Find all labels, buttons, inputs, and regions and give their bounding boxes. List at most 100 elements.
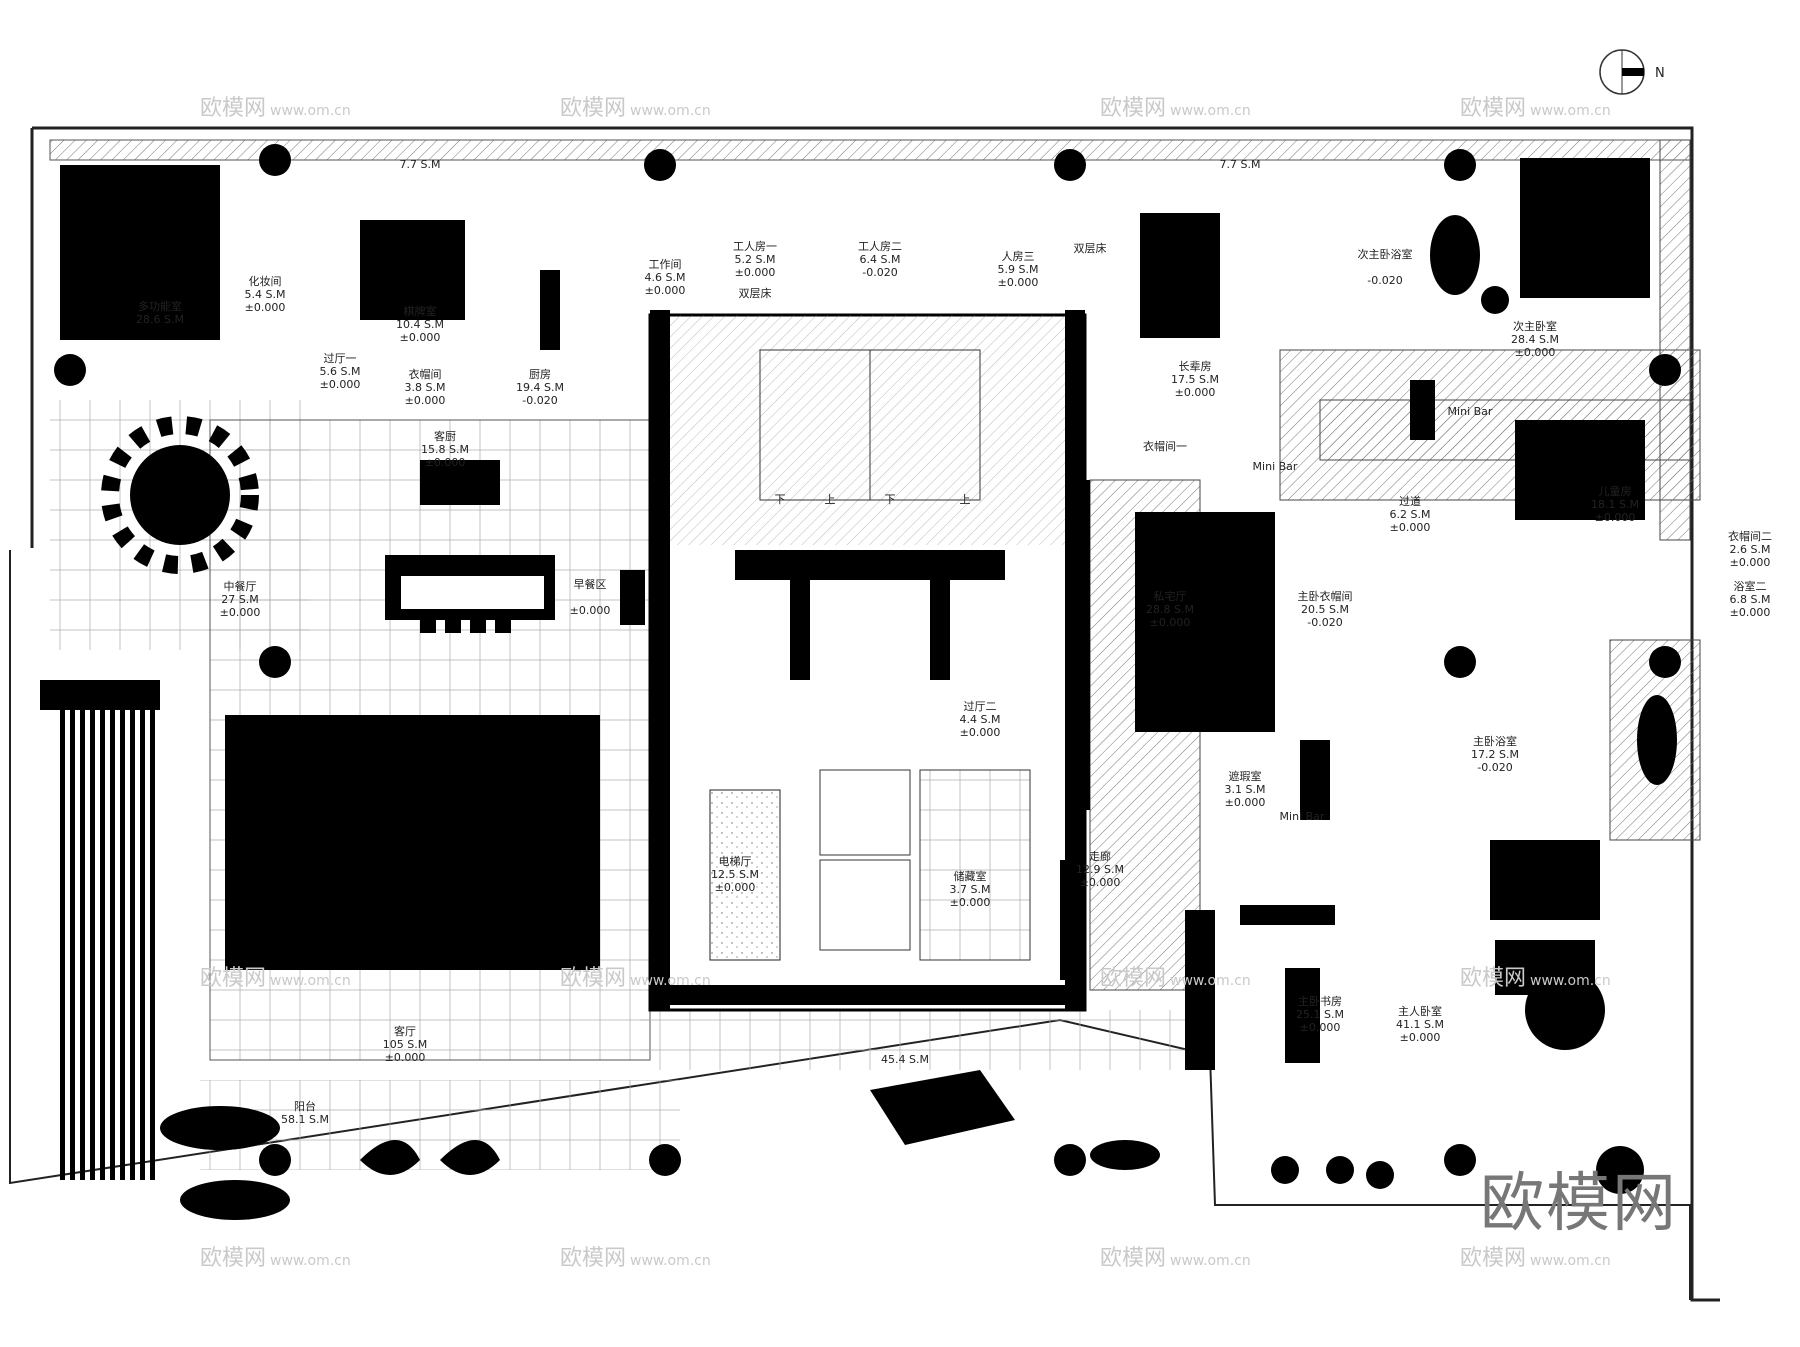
columns [54,144,1681,1176]
stair-label: 上 [960,493,971,506]
room-elevation: ±0.000 [1150,616,1191,629]
room-area: 10.4 S.M [396,318,444,331]
room-label: 早餐区 ±0.000 [570,577,611,617]
room-name: 工人房一 [733,240,777,253]
room-name: 储藏室 [954,869,987,883]
watermark-url: www.om.cn [630,1253,711,1269]
room-name: 衣帽间 [409,367,442,381]
room-area: 5.6 S.M [320,365,361,378]
room-area: 19.4 S.M [516,381,564,394]
core-block [648,310,1087,1012]
bunk-label: 双层床 [1074,241,1107,255]
room-area: 5.4 S.M [245,288,286,301]
watermark-url: www.om.cn [1530,973,1611,989]
watermark-brand: 欧模网 [200,1246,266,1271]
room-name: 主卧书房 [1298,995,1342,1008]
watermark-brand: 欧模网 [560,96,626,121]
room-area: 2.6 S.M [1730,543,1771,556]
room-name: 人房三 [1002,250,1035,263]
room-name: 私宅厅 [1154,589,1187,603]
bathtubs [1430,215,1677,785]
watermark-brand: 欧模网 [1100,966,1166,991]
room-area: 58.1 S.M [281,1113,329,1126]
room-area: 105 S.M [383,1038,427,1051]
room-area: 41.1 S.M [1396,1018,1444,1031]
room-name: 长辈房 [1179,359,1212,373]
watermark-brand: 欧模网 [560,966,626,991]
room-elevation: ±0.000 [1080,876,1121,889]
round-dining-table [101,416,259,574]
watermark-brand: 欧模网 [1460,1246,1526,1271]
watermark-brand: 欧模网 [1460,966,1526,991]
room-name: 厨房 [529,368,551,381]
room-area: 12.9 S.M [1076,863,1124,876]
room-elevation: ±0.000 [425,456,466,469]
room-name: 早餐区 [574,577,607,591]
watermark-brand: 欧模网 [1460,96,1526,121]
room-area: 5.9 S.M [998,263,1039,276]
room-elevation: ±0.000 [950,896,991,909]
room-area: 28.4 S.M [1511,333,1559,346]
room-elevation: ±0.000 [570,604,611,617]
watermark-url: www.om.cn [1530,103,1611,119]
room-elevation: -0.020 [862,266,897,279]
room-elevation: ±0.000 [1225,796,1266,809]
room-area: 4.4 S.M [960,713,1001,726]
watermark-url: www.om.cn [630,973,711,989]
room-label: 过道6.2 S.M±0.000 [1390,494,1431,534]
room-name: 遮瑕室 [1229,769,1262,783]
room-area: 5.2 S.M [735,253,776,266]
room-area: 4.6 S.M [645,271,686,284]
watermark-brand: 欧模网 [1100,1246,1166,1271]
room-elevation: -0.020 [1477,761,1512,774]
room-area: 17.5 S.M [1171,373,1219,386]
room-area: 6.4 S.M [860,253,901,266]
room-elevation: ±0.000 [645,284,686,297]
room-name: 阳台 [294,1099,316,1113]
room-name: 次主卧浴室 [1358,247,1413,261]
watermark-brand: 欧模网 [1100,96,1166,121]
room-elevation: ±0.000 [735,266,776,279]
watermark-url: www.om.cn [270,1253,351,1269]
compass-north-label: N [1655,66,1665,81]
room-elevation: ±0.000 [1730,606,1771,619]
room-area: 45.4 S.M [881,1053,929,1066]
room-elevation: ±0.000 [1595,511,1636,524]
room-label: 衣帽间一 [1143,439,1187,453]
minibar-label: Mini Bar [1280,810,1325,823]
watermark-url: www.om.cn [1170,1253,1251,1269]
room-name: 过道 [1399,494,1421,508]
minibar-label: Mini Bar [1448,405,1493,418]
landscape [160,1070,1644,1220]
room-name: 多功能室 [138,299,182,313]
room-elevation: -0.020 [522,394,557,407]
balcony-stripes [40,680,160,1180]
room-name: 衣帽间二 [1728,529,1772,543]
room-elevation: ±0.000 [400,331,441,344]
watermark-url: www.om.cn [1170,973,1251,989]
room-name: 儿童房 [1599,484,1632,498]
room-name: 走廊 [1089,849,1111,863]
watermark-url: www.om.cn [270,973,351,989]
room-name: 衣帽间一 [1143,439,1187,453]
room-area: 18.1 S.M [1591,498,1639,511]
watermark-url: www.om.cn [630,103,711,119]
room-area: 28.8 S.M [1146,603,1194,616]
room-area: 27 S.M [221,593,258,606]
room-name: 工人房二 [858,240,902,253]
